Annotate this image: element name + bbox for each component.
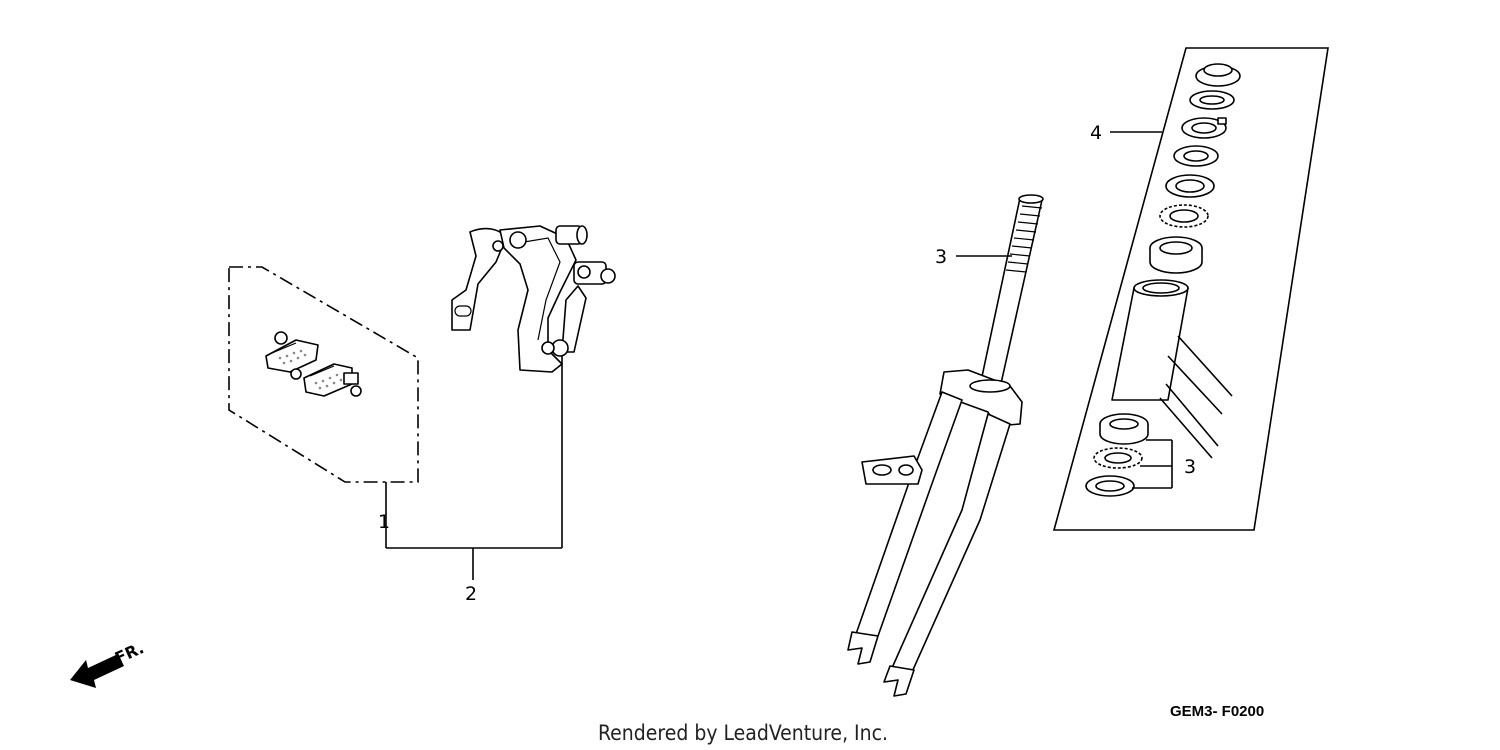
credit-text: Rendered by LeadVenture, Inc. (598, 721, 888, 745)
headset-group (1052, 47, 1329, 531)
arrow-icon (70, 654, 124, 688)
front-direction-indicator: FR. (70, 638, 147, 688)
callout-3-fork: 3 (935, 246, 947, 268)
headset-upper-race (1149, 236, 1203, 274)
headset-keyed-washer (1181, 117, 1227, 139)
headset-lock-nut (1195, 63, 1241, 87)
headset-top-cup (1173, 145, 1219, 167)
headset-bearing-upper (1165, 174, 1215, 198)
callout-3-headset: 3 (1184, 456, 1196, 478)
diagram-code: GEM3- F0200 (1170, 703, 1264, 720)
callout-2: 2 (465, 583, 477, 605)
headset-bearing-lower (1093, 447, 1143, 469)
head-tube (1111, 279, 1233, 459)
headset-lower-cup (1099, 413, 1149, 445)
brake-shoe-group (228, 266, 419, 483)
caliper-brake (451, 225, 616, 373)
callout-4: 4 (1090, 122, 1102, 144)
brake-shoe-b (303, 363, 362, 397)
headset-crown-race (1085, 475, 1135, 497)
callout-1: 1 (378, 511, 390, 533)
headset-bearing-retainer-upper (1159, 204, 1209, 228)
callout-bracket-1-2 (385, 356, 563, 580)
headset-washer (1189, 90, 1235, 110)
front-fork (847, 194, 1044, 697)
front-label: FR. (112, 638, 147, 667)
brake-shoe-a (265, 331, 319, 380)
